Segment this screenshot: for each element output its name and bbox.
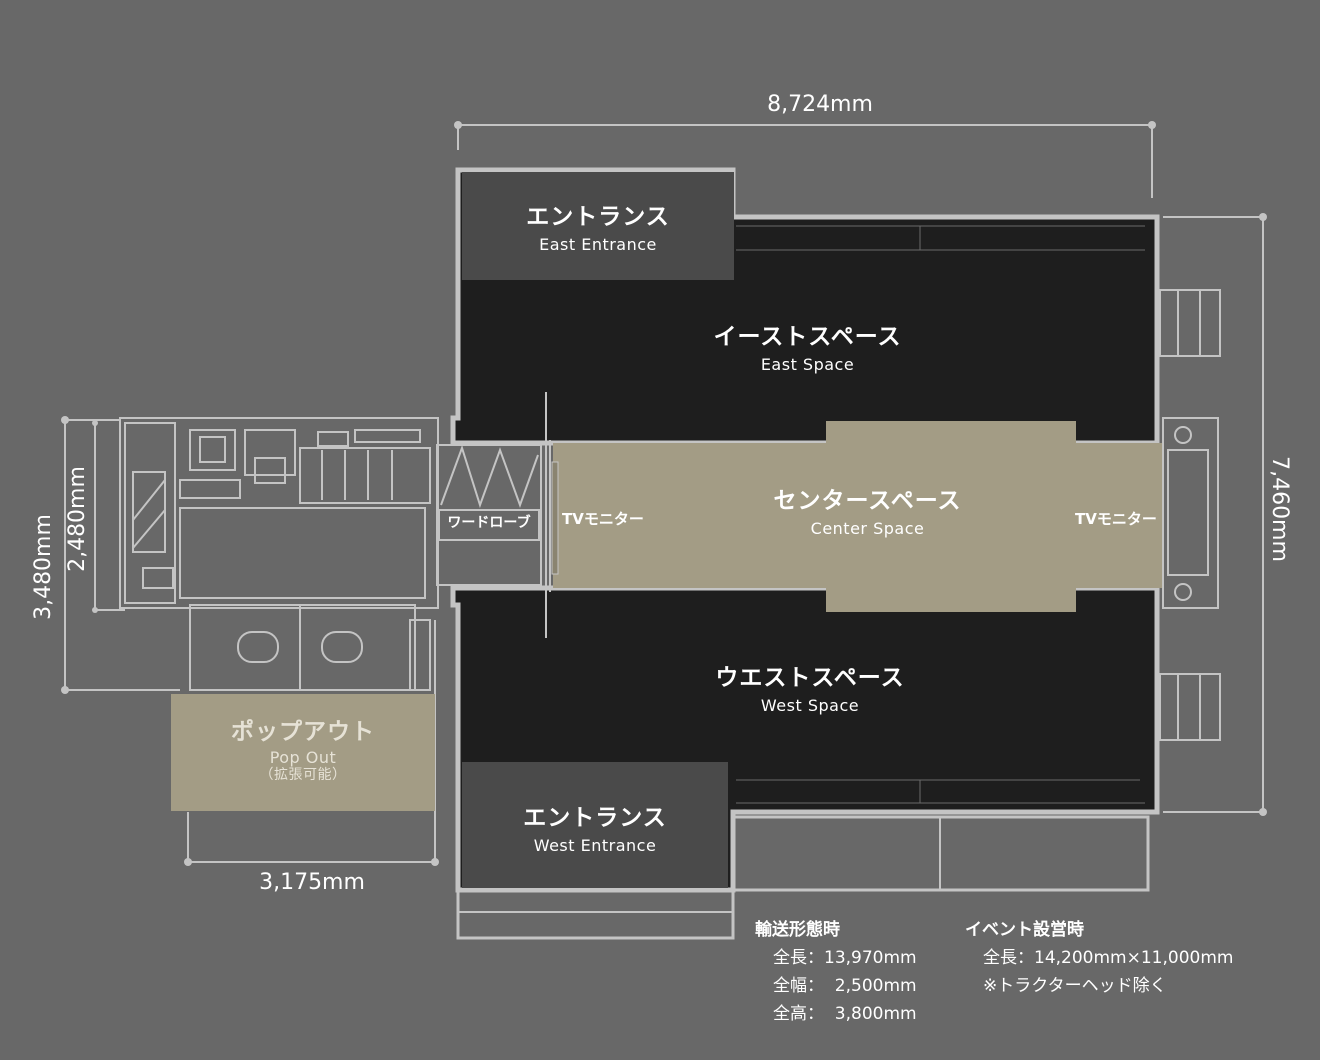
west-space-jp: ウエストスペース (715, 665, 905, 691)
pop-out-label: ポップアウト Pop Out （拡張可能） (171, 719, 435, 784)
event-specs-title: イベント設営時 (965, 920, 1084, 940)
east-space-label: イーストスペース East Space (660, 324, 955, 374)
east-entrance-label: エントランス East Entrance (462, 204, 734, 254)
west-entrance-label: エントランス West Entrance (462, 805, 728, 855)
west-block (450, 585, 1160, 940)
east-entrance-en: East Entrance (539, 234, 657, 254)
dimension-line-top (457, 124, 1153, 198)
dimension-line-left-inner (94, 423, 125, 611)
wardrobe-area (436, 444, 542, 586)
dimension-inner-left: 2,480mm (65, 466, 90, 572)
dimension-total-width: 8,724mm (767, 92, 873, 117)
dimension-line-left-outer (64, 419, 180, 691)
pop-out-room (171, 694, 435, 811)
center-space-label: センタースペース Center Space (720, 488, 1015, 538)
center-space-en: Center Space (810, 518, 925, 538)
west-space-label: ウエストスペース West Space (660, 665, 960, 715)
event-specs: イベント設営時 全長：14,200mm×11,000mm ※トラクターヘッド除く (965, 916, 1233, 1000)
transport-specs-title: 輸送形態時 (755, 920, 840, 940)
east-space-jp: イーストスペース (713, 324, 902, 350)
east-entrance-room (462, 172, 734, 280)
transport-width: 全幅： 2,500mm (773, 976, 917, 996)
west-entrance-room (462, 762, 728, 888)
east-block (450, 167, 1160, 446)
pop-out-jp: ポップアウト (231, 719, 375, 745)
west-entrance-jp: エントランス (523, 805, 667, 831)
event-note: ※トラクターヘッド除く (983, 976, 1167, 996)
wardrobe-label: ワードローブ (447, 515, 531, 531)
west-space-en: West Space (760, 695, 860, 715)
center-space-jp: センタースペース (773, 488, 962, 514)
transport-specs: 輸送形態時 全長：13,970mm 全幅： 2,500mm 全高： 3,800m… (755, 916, 917, 1028)
tv-monitor-left-label: TVモニター (562, 510, 644, 528)
transport-height: 全高： 3,800mm (773, 1004, 917, 1024)
dimension-total-depth: 7,460mm (1267, 456, 1292, 562)
tv-monitor-right-label: TVモニター (1075, 510, 1157, 528)
utility-module (119, 417, 439, 691)
transport-length: 全長：13,970mm (773, 948, 917, 968)
dimension-outer-left: 3,480mm (31, 514, 56, 620)
center-space-room (553, 421, 1163, 612)
east-entrance-jp: エントランス (526, 204, 670, 230)
event-length: 全長：14,200mm×11,000mm (983, 948, 1234, 968)
dimension-line-right (1163, 216, 1264, 813)
right-fixtures (1159, 289, 1221, 741)
east-space-en: East Space (760, 354, 855, 374)
pop-out-en: Pop Out (269, 747, 337, 767)
dimension-popout-width: 3,175mm (259, 870, 365, 895)
west-entrance-en: West Entrance (533, 835, 657, 855)
pop-out-note: （拡張可能） (259, 766, 347, 783)
